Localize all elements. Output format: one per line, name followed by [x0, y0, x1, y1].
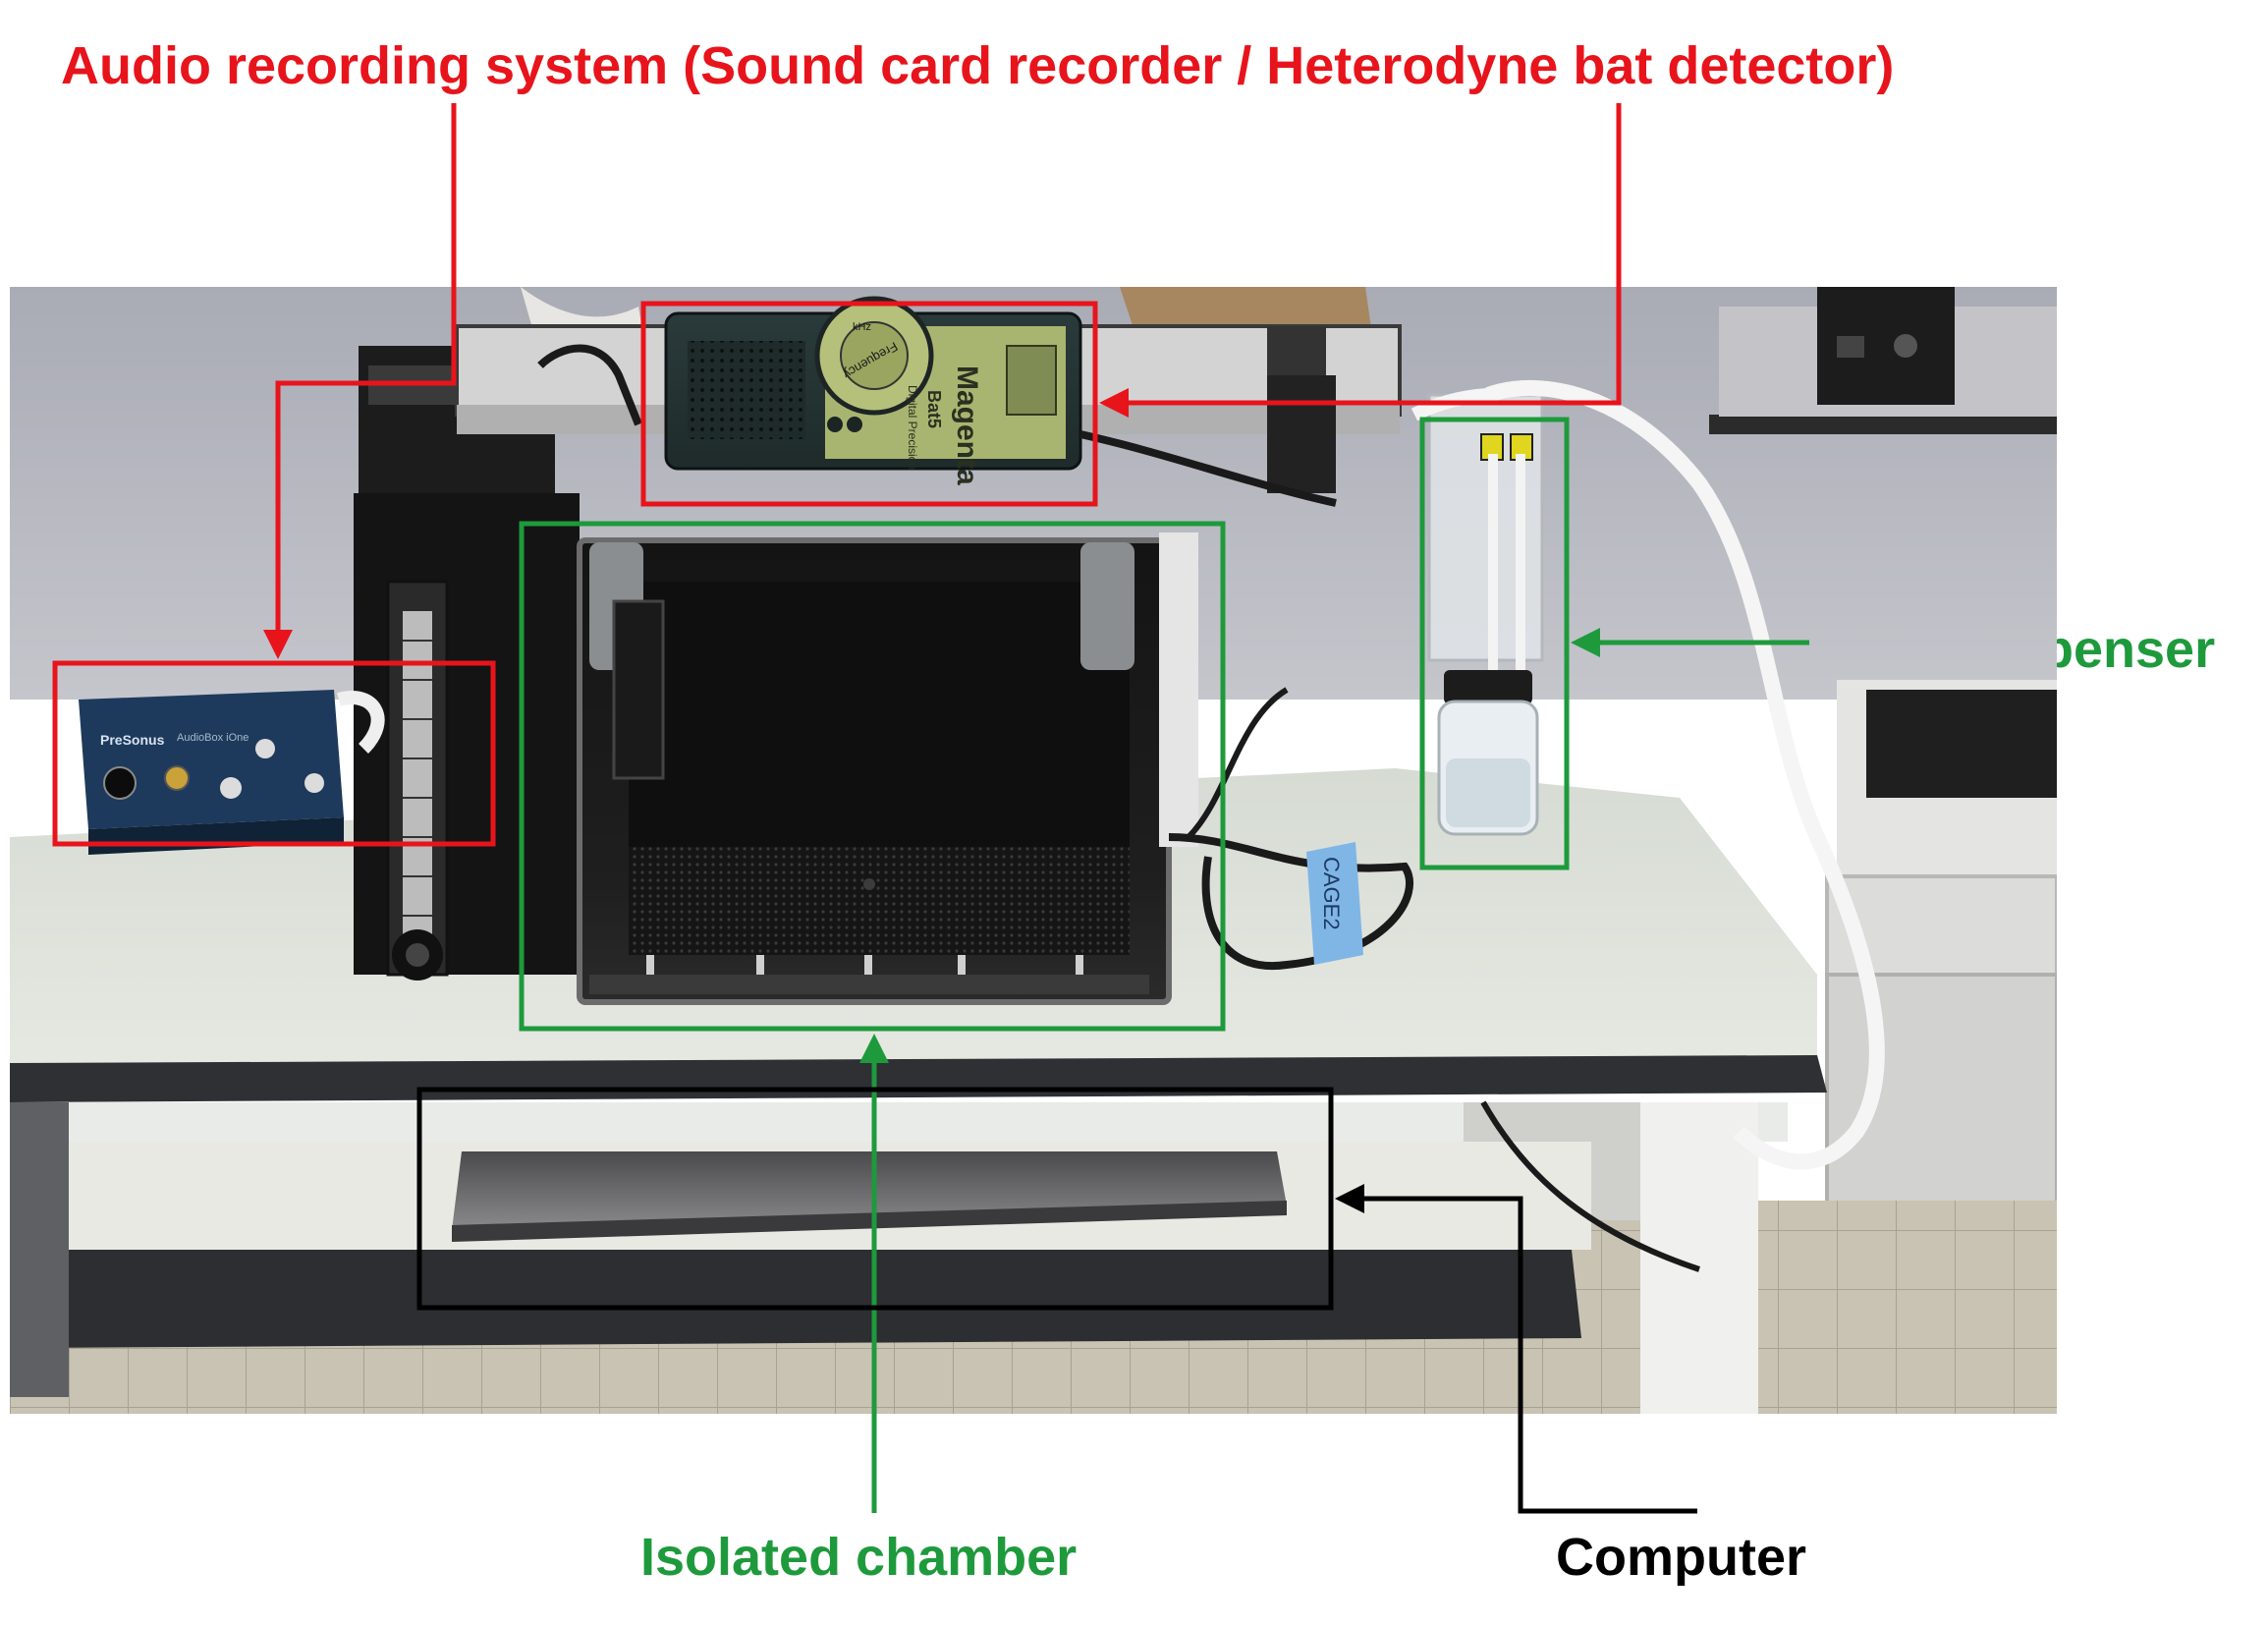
table-edge — [10, 1055, 1827, 1102]
jack-input — [164, 765, 190, 791]
gain-knob — [255, 739, 275, 758]
audio-interface — [79, 690, 344, 829]
detector-display — [1006, 345, 1057, 416]
interface-brand: PreSonus — [100, 732, 165, 748]
setup-photograph: PreSonus AudioBox iOne Frequency — [10, 287, 2057, 1414]
table-leg-right — [1640, 1102, 1758, 1414]
cage-tag — [1306, 842, 1363, 965]
chamber-latch-right — [1080, 542, 1134, 670]
computer-label: Computer — [1556, 1528, 1806, 1587]
detector-speaker-grille — [688, 341, 805, 439]
detector-model: Bat5 — [924, 390, 944, 428]
interface-model: AudioBox iOne — [177, 732, 249, 744]
xlr-input — [103, 766, 137, 800]
drawer-side-left — [10, 1102, 69, 1397]
shelf — [1709, 415, 2057, 434]
cable-detector — [1079, 430, 1337, 507]
audio-recording-label: Audio recording system (Sound card recor… — [61, 36, 1895, 95]
odor-bottle-cap — [1444, 670, 1532, 704]
cage-tag-text: CAGE2 — [1319, 857, 1344, 930]
white-tube — [1485, 379, 1885, 1170]
chamber-floor-mesh — [629, 847, 1130, 955]
motor-right — [1267, 375, 1336, 493]
dial-unit: kHz — [853, 321, 871, 333]
isolated-chamber-label: Isolated chamber — [640, 1528, 1078, 1587]
detector-brand: Magenta — [951, 365, 983, 485]
detector-maker: Digital Precision — [906, 385, 919, 470]
